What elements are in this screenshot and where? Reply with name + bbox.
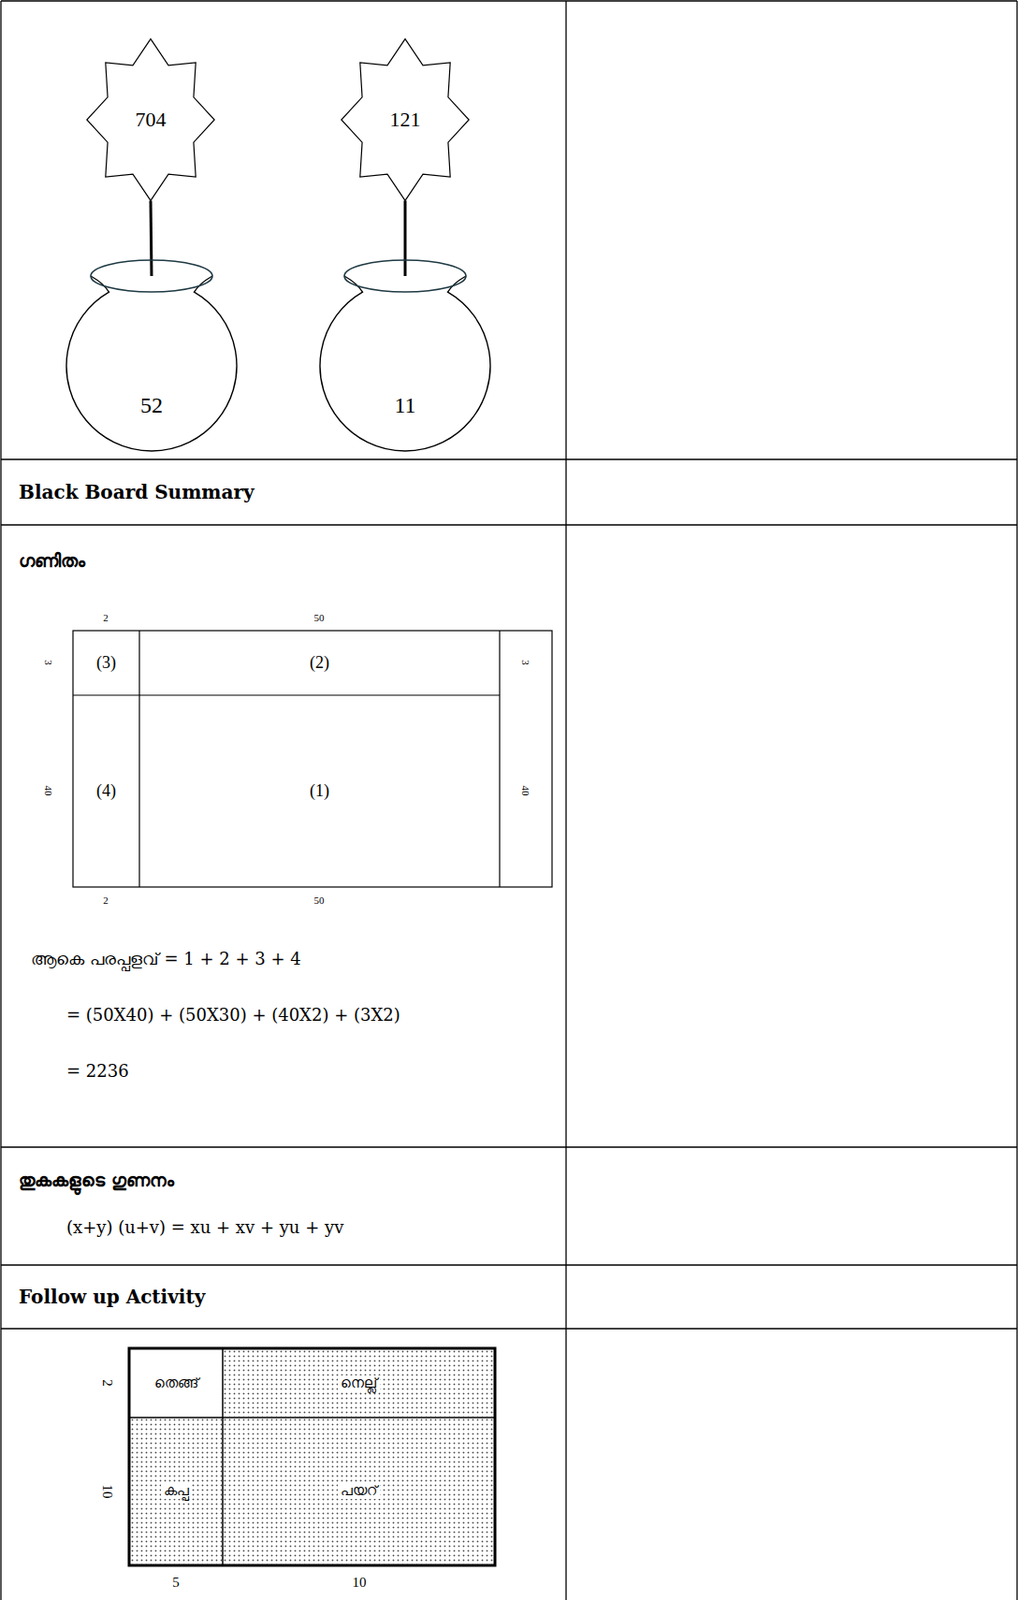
crop-plot: പയറ് — [222, 1417, 495, 1565]
formula-line: = (50X40) + (50X30) + (40X2) + (3X2) — [66, 1005, 401, 1026]
node-label: 704 — [135, 108, 167, 131]
formula-line: ആകെ പരപ്പളവ് = 1 + 2 + 3 + 4 — [30, 949, 302, 970]
vase-outline — [319, 259, 491, 451]
dimension-label: 50 — [314, 894, 325, 907]
area-region: (4) — [72, 695, 140, 888]
vase-mouth — [90, 260, 213, 292]
dimension-label: 40 — [43, 785, 56, 797]
formula-line: = 2236 — [66, 1061, 130, 1082]
vase-shape: 11 — [319, 259, 491, 451]
node-label: 52 — [140, 392, 163, 418]
crop-plot: തെങ്ങ് — [130, 1349, 223, 1418]
node-label: 121 — [390, 108, 422, 131]
star-outline — [87, 39, 215, 202]
dimension-label: 40 — [520, 785, 533, 797]
section-heading: Black Board Summary — [18, 481, 255, 504]
formula-line: (x+y) (u+v) = xu + xv + yu + yv — [66, 1218, 344, 1238]
vase-outline — [66, 259, 237, 451]
crop-plot: നെല്ല് — [222, 1349, 495, 1418]
vase-outline — [319, 276, 491, 451]
node-label: 11 — [393, 392, 416, 418]
section-heading: തുകകളുടെ ഗുണനം — [18, 1170, 175, 1192]
flower-stem — [150, 200, 152, 277]
node-label: (3) — [96, 654, 117, 673]
node-label: തെങ്ങ് — [151, 1375, 202, 1392]
dimension-label: 2 — [102, 611, 109, 625]
area-region: (2) — [139, 630, 500, 696]
node-label: കപ്പ — [160, 1483, 192, 1499]
section-heading: Follow up Activity — [18, 1286, 205, 1309]
dimension-label: 10 — [352, 1574, 367, 1591]
node-label: (2) — [309, 654, 330, 673]
section-heading: ഗണിതം — [18, 551, 86, 572]
area-region: (3) — [72, 630, 140, 696]
area-region: (1) — [139, 695, 500, 888]
node-label: (1) — [309, 782, 330, 801]
dimension-label: 10 — [98, 1484, 115, 1499]
star-shape: 121 — [338, 35, 472, 204]
dimension-label: 50 — [314, 611, 325, 625]
star-outline — [341, 39, 469, 202]
node-label: നെല്ല് — [337, 1375, 380, 1392]
vase-shape: 52 — [66, 259, 237, 451]
dimension-label: 3 — [43, 659, 56, 666]
vase-mouth — [344, 260, 466, 292]
dimension-label: 3 — [520, 659, 533, 666]
flower-stem — [404, 200, 408, 277]
node-label: പയറ് — [337, 1483, 380, 1499]
dimension-label: 2 — [102, 894, 109, 907]
vase-outline — [66, 276, 237, 451]
dimension-label: 5 — [172, 1574, 180, 1591]
node-label: (4) — [96, 782, 117, 801]
crop-plot: കപ്പ — [130, 1417, 223, 1565]
dimension-label: 2 — [98, 1379, 115, 1387]
star-shape: 704 — [84, 35, 218, 204]
